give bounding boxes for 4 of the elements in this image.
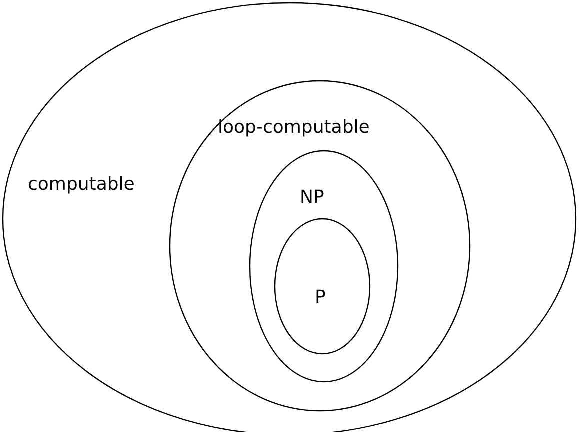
set-label: P <box>315 289 326 307</box>
set-label: NP <box>300 189 324 207</box>
set-label: loop-computable <box>218 119 370 137</box>
set-label: computable <box>28 176 135 194</box>
